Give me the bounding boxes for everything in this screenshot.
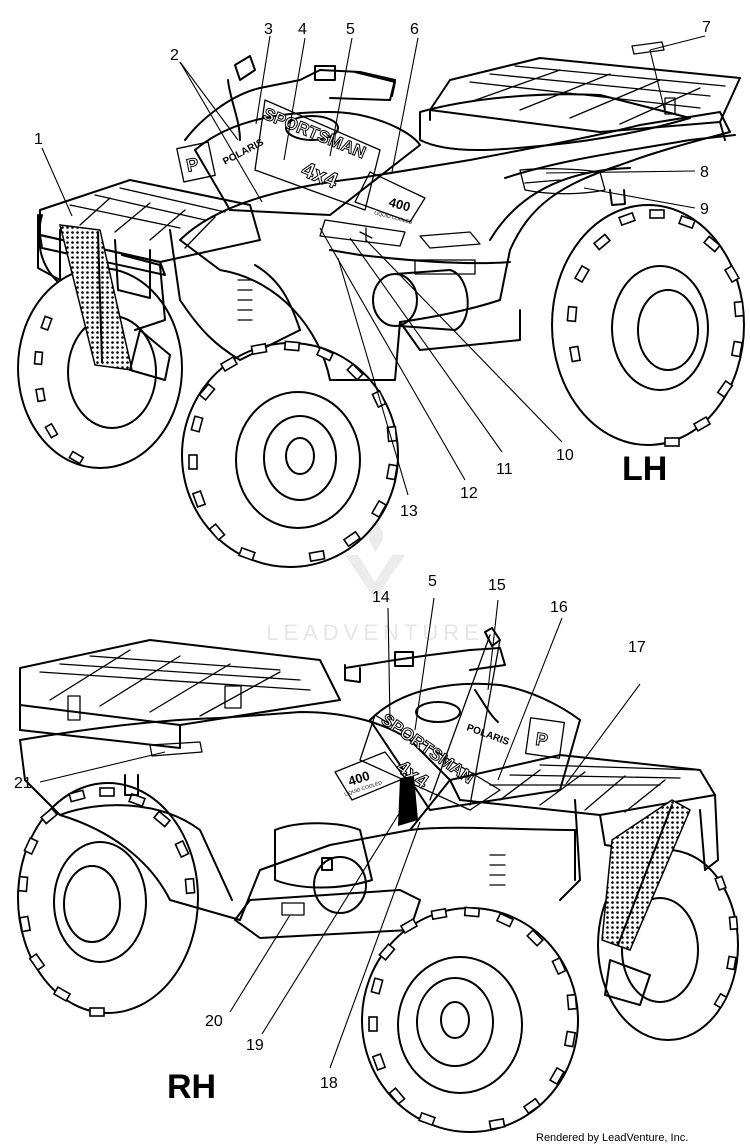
flame-v-logo	[345, 520, 405, 600]
callout-19: 19	[246, 1037, 264, 1054]
footer-credit: Rendered by LeadVenture, Inc.	[536, 1132, 688, 1144]
callout-15: 15	[488, 577, 506, 594]
front-rack-lh	[37, 179, 261, 381]
callout-5-rh: 5	[428, 573, 437, 590]
body-rh	[19, 711, 451, 939]
atv-right-side-view: P POLARIS SPORTSMAN 4x4 400 LIQUID COOLE…	[14, 573, 739, 1133]
rear-rack-lh	[429, 41, 741, 206]
callout-3: 3	[264, 21, 273, 38]
callout-11: 11	[496, 461, 513, 478]
polaris-decal-lh: P POLARIS	[176, 137, 266, 183]
front-rack-rh	[409, 754, 719, 1006]
svg-text:P: P	[534, 729, 549, 750]
callout-9: 9	[700, 201, 709, 218]
callout-7: 7	[702, 19, 711, 36]
front-near-wheel-rh	[361, 906, 579, 1133]
callout-1: 1	[34, 131, 43, 148]
leader-lines-rh	[39, 597, 641, 1069]
callout-8: 8	[700, 164, 709, 181]
callout-6: 6	[410, 21, 419, 38]
callouts-lh: 1 2 3 4 5 6 7 8 9 10 11 12 13	[34, 19, 711, 520]
callout-14: 14	[372, 589, 390, 606]
callout-13: 13	[400, 503, 418, 520]
callout-16: 16	[550, 599, 568, 616]
front-near-wheel-lh	[181, 340, 399, 568]
badge-400-decal-lh: 400 LIQUID COOLED	[354, 171, 426, 226]
watermark-text: LEADVENTURE	[266, 620, 484, 645]
badge-number-text-rh: 400	[346, 768, 371, 789]
sportsman-decal-rh: SPORTSMAN 4x4	[359, 709, 501, 811]
front-far-wheel-lh	[17, 267, 183, 469]
svg-text:P: P	[185, 154, 201, 176]
rear-fender-decal-rh	[149, 741, 203, 757]
callout-10: 10	[556, 447, 574, 464]
callout-21: 21	[14, 775, 32, 792]
rack-decal-lh	[631, 41, 665, 55]
watermark: LEADVENTURE	[266, 520, 484, 645]
atv-left-side-view: P POLARIS SPORTSMAN 4x4 400 LIQUID COOLE…	[17, 19, 745, 568]
callout-2: 2	[170, 47, 179, 64]
callout-12: 12	[460, 485, 478, 502]
rear-wheel-rh	[17, 782, 199, 1017]
side-label-rh: RH	[167, 1068, 216, 1106]
rear-wheel-lh	[551, 204, 745, 447]
brand-decal-text-rh: POLARIS	[465, 722, 511, 748]
warning-decal-rh	[398, 776, 418, 826]
callout-20: 20	[205, 1013, 223, 1030]
leader-lines-lh	[41, 35, 706, 496]
callout-5: 5	[346, 21, 355, 38]
callout-4: 4	[298, 21, 307, 38]
body-lh	[169, 93, 736, 381]
rear-rack-rh	[19, 639, 341, 749]
callouts-rh: 14 5 15 16 17 18 19 20 21	[14, 573, 646, 1092]
side-label-lh: LH	[622, 450, 667, 488]
badge-number-text-lh: 400	[387, 194, 412, 214]
front-grille-lh	[59, 224, 133, 371]
footwell-decal-rh	[281, 902, 305, 916]
callout-18: 18	[320, 1075, 338, 1092]
callout-17: 17	[628, 639, 646, 656]
